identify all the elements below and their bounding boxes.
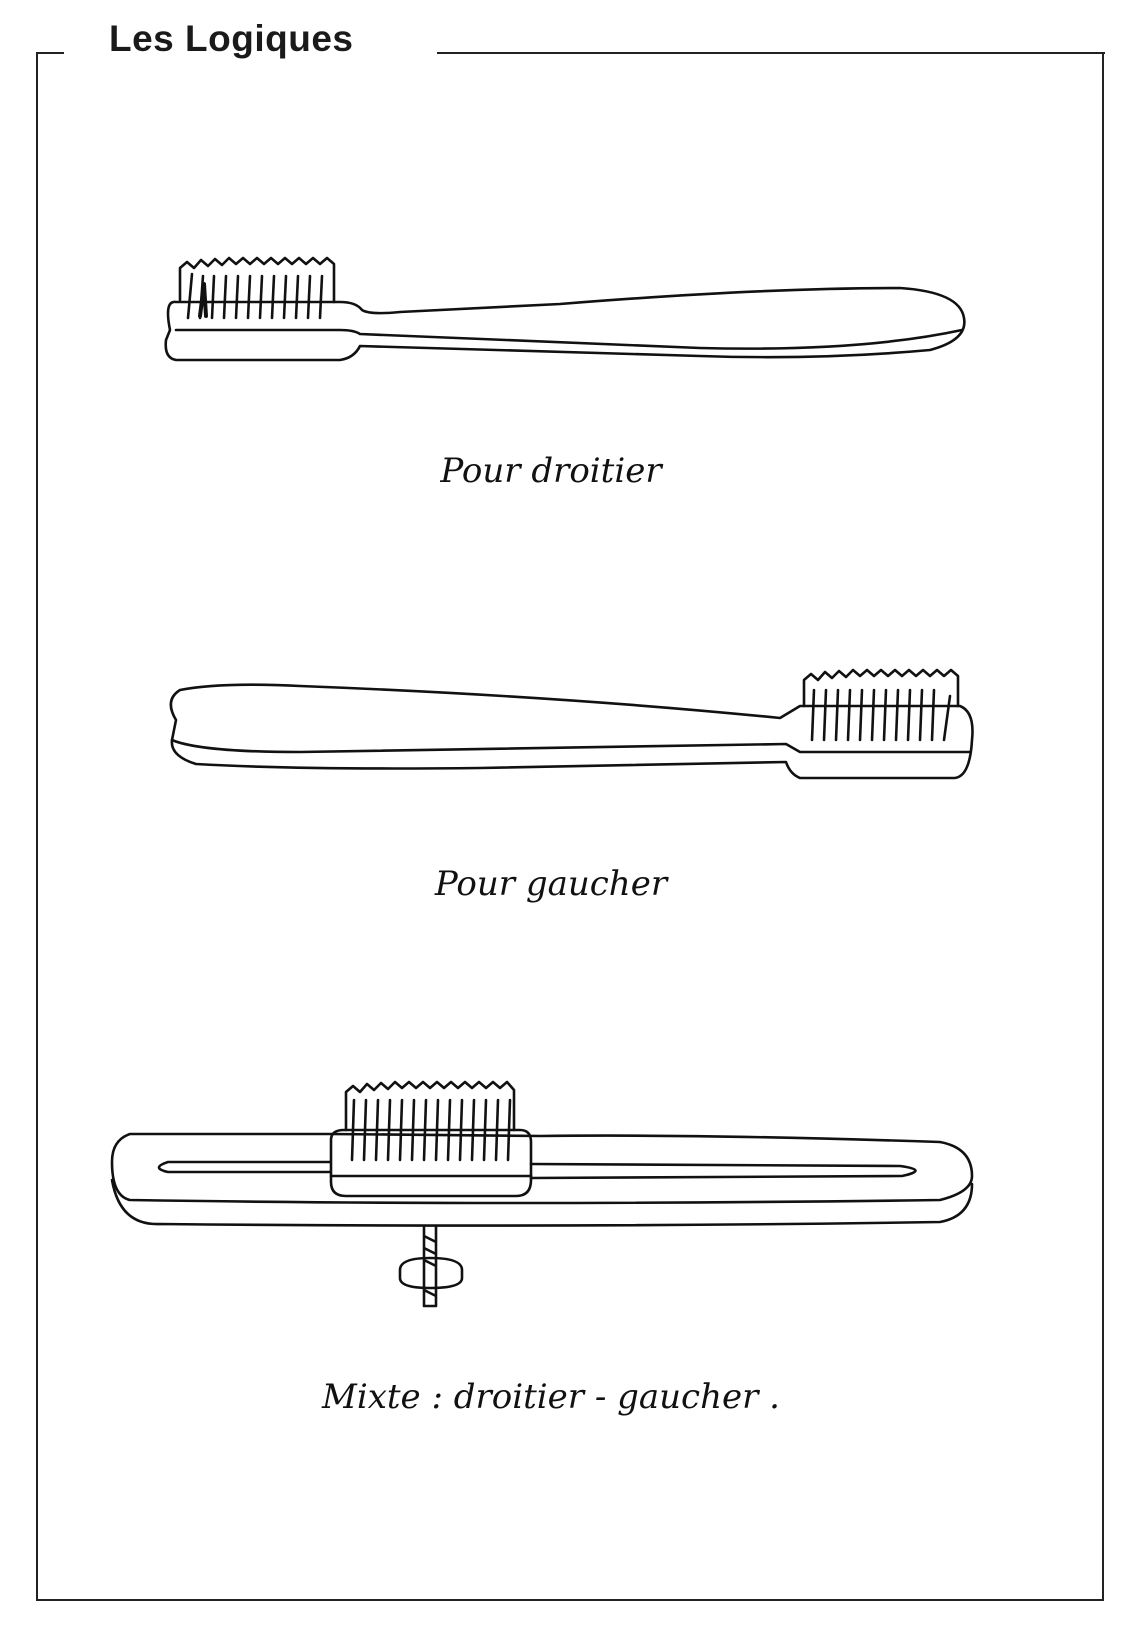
caption-left-handed: Pour gaucher xyxy=(434,864,669,904)
frame-top-right-rule xyxy=(437,52,1105,54)
frame-top-left-rule xyxy=(36,52,64,54)
page-frame xyxy=(36,54,1104,1601)
page-title: Les Logiques xyxy=(109,18,354,59)
toothbrush-mixed xyxy=(110,1080,974,1308)
toothbrush-left-handed xyxy=(169,668,974,780)
caption-right-handed: Pour droitier xyxy=(439,451,663,491)
caption-mixed: Mixte : droitier - gaucher . xyxy=(321,1377,780,1417)
toothbrush-right-handed xyxy=(164,256,966,362)
